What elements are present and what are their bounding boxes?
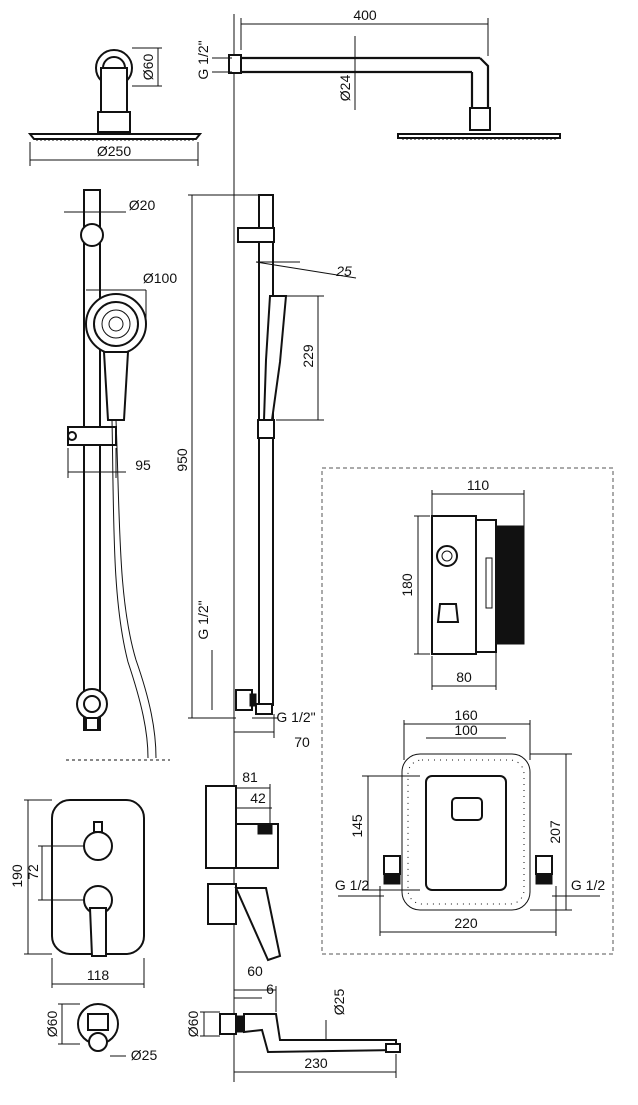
dim-spout-pipe-dia: Ø25	[331, 989, 347, 1016]
dim-arm-thread: G 1/2"	[195, 40, 211, 79]
dim-outlet-offset: 70	[294, 734, 310, 750]
dim-flange-dia: Ø60	[140, 54, 156, 81]
dim-lever-height: 72	[25, 864, 41, 880]
dim-frame-width: 220	[454, 915, 478, 931]
dim-head-dia: Ø250	[97, 143, 131, 159]
dim-handset-angle: 25	[335, 263, 352, 279]
dim-holder-offset: 95	[135, 457, 151, 473]
dim-frame-total-height: 207	[547, 820, 563, 844]
dim-spout-length: 230	[304, 1055, 328, 1071]
dim-handset-dia: Ø100	[143, 270, 177, 286]
dim-arm-dia: Ø24	[337, 75, 353, 102]
slide-rail-front-view	[67, 189, 157, 759]
dim-rail-height: 950	[174, 448, 190, 472]
mixer-side-view	[205, 785, 282, 962]
dim-plate-height: 190	[9, 864, 25, 888]
overhead-head-front-view	[27, 49, 203, 141]
dim-rail-dia: Ø20	[129, 197, 156, 213]
concealed-body-side-view	[431, 515, 525, 655]
dim-frame-height: 145	[349, 814, 365, 838]
dim-spout-flange-dia: Ø60	[44, 1011, 60, 1038]
dim-spout-projection: 60	[247, 963, 263, 979]
dim-spout-offset: 6	[266, 981, 274, 997]
dim-body-height: 180	[399, 573, 415, 597]
dim-arm-length: 400	[353, 7, 377, 23]
dim-frame-outer: 160	[454, 707, 478, 723]
dim-outlet-thread-side: G 1/2"	[276, 709, 315, 725]
concealed-body-box	[321, 467, 614, 955]
mounting-frame-front-view	[383, 753, 553, 911]
dim-handset-length: 229	[300, 344, 316, 368]
mixer-front-view	[51, 799, 145, 957]
dim-plate-width: 118	[87, 967, 110, 983]
overhead-arm-side-view	[228, 54, 561, 140]
spout-side-view	[219, 1013, 401, 1054]
dim-plate-depth: 81	[242, 769, 258, 785]
dim-body-depth: 80	[456, 669, 472, 685]
dim-frame-inner: 100	[454, 722, 478, 738]
dim-thread-left: G 1/2	[335, 877, 369, 893]
slide-rail-side-view	[235, 194, 288, 715]
spout-front-view	[77, 1003, 119, 1052]
dim-outlet-thread: G 1/2"	[195, 600, 211, 639]
dim-thread-right: G 1/2	[571, 877, 605, 893]
dim-spout-flange-side: Ø60	[185, 1011, 201, 1038]
dim-plate-offset: 42	[250, 790, 266, 806]
dim-spout-dia: Ø25	[131, 1047, 158, 1063]
dim-body-width: 110	[467, 477, 490, 493]
